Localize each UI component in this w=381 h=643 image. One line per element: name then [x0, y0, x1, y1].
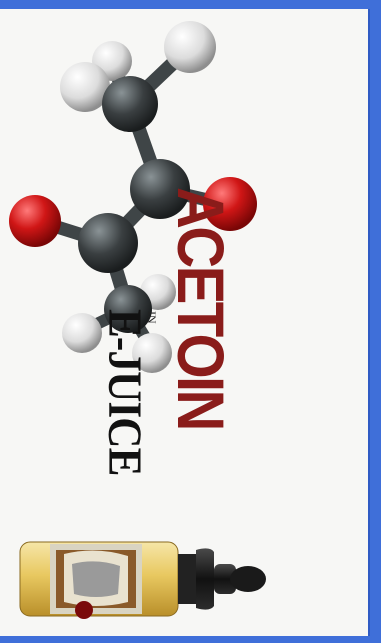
acetoin-molecule-icon — [9, 21, 257, 373]
e-juice-bottle-icon — [19, 541, 266, 619]
content-card: ACETOIN IN E-JUICE — [0, 9, 370, 636]
product-subtitle: E-JUICE — [98, 309, 151, 476]
product-title: ACETOIN — [164, 187, 238, 429]
